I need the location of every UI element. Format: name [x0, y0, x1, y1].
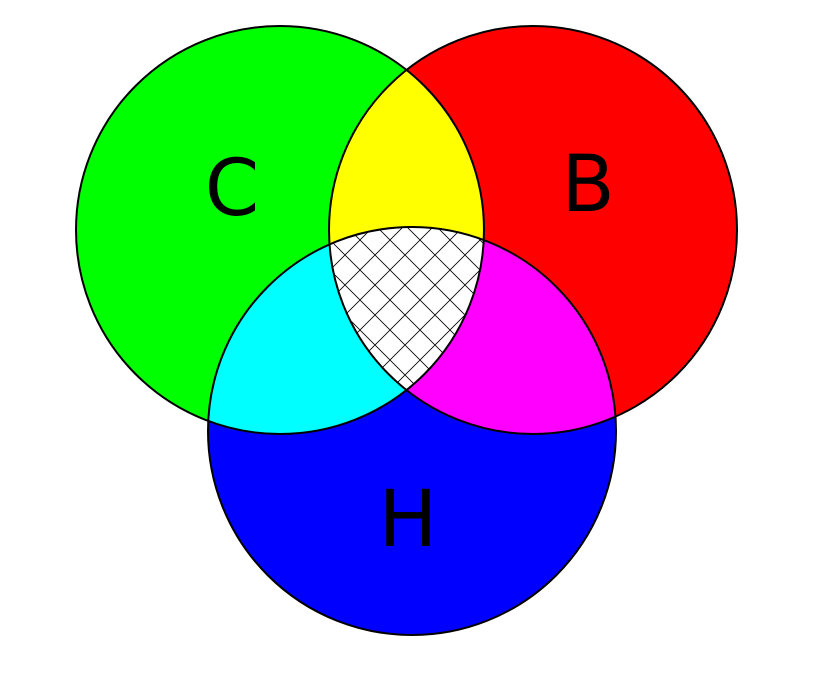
set-h-label: H — [379, 475, 438, 565]
set-h-outline — [207, 226, 617, 636]
circle-outlines — [75, 25, 738, 636]
set-c-label: C — [205, 144, 259, 234]
set-c-outline — [75, 25, 485, 435]
set-b-outline — [328, 25, 738, 435]
set-b-label: B — [561, 140, 615, 230]
